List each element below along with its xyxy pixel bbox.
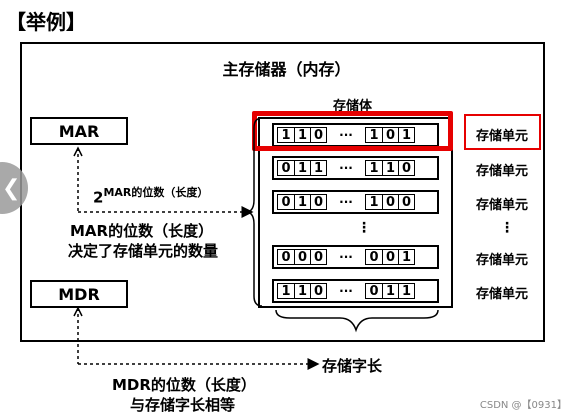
bit: 1 — [398, 128, 414, 142]
bit: 1 — [281, 127, 291, 143]
watermark: CSDN @【0931】 — [479, 400, 567, 411]
highlight-box-unit — [464, 114, 541, 150]
mar-register: MAR — [30, 117, 128, 145]
bit: 1 — [281, 283, 291, 299]
mar-note-line1: MAR的位数（长度） — [70, 222, 214, 240]
bit-group-left: 1 1 0 — [277, 127, 327, 143]
storage-unit-label: 存储单元 — [475, 164, 528, 179]
bit-group-left: 0 1 0 — [277, 194, 327, 210]
mdr-register: MDR — [30, 280, 128, 308]
bit: 0 — [310, 195, 326, 209]
storage-unit-label: 存储单元 — [475, 287, 528, 302]
bit: 1 — [369, 127, 379, 143]
word-length-brace — [275, 309, 439, 333]
mdr-note-line2: 与存储字长相等 — [130, 396, 236, 414]
memory-word-3: 0 1 0 ··· 1 0 0 — [272, 190, 439, 214]
bit: 0 — [310, 250, 326, 264]
bit: 0 — [398, 161, 414, 175]
storage-body-frame — [258, 117, 453, 308]
mar-note-line2: 决定了存储单元的数量 — [68, 242, 219, 260]
power-exponent: MAR的位数（长度） — [103, 186, 209, 199]
bit: 0 — [294, 250, 310, 264]
units-brace — [245, 117, 263, 307]
main-memory-title: 主存储器（内存） — [222, 60, 351, 79]
bit: 0 — [382, 128, 398, 142]
memory-word-2: 0 1 1 ··· 1 1 0 — [272, 156, 439, 180]
bit: 0 — [382, 250, 398, 264]
chevron-left-icon[interactable]: ❮ — [2, 176, 21, 201]
bit: 1 — [382, 284, 398, 298]
bit-group-left: 0 0 0 — [277, 249, 327, 265]
bit-group-right: 0 1 1 — [365, 283, 415, 299]
bit: 0 — [382, 195, 398, 209]
bit-group-right: 1 0 0 — [365, 194, 415, 210]
mdr-note-line1: MDR的位数（长度） — [112, 376, 256, 394]
bit: 0 — [281, 160, 291, 176]
bit: 0 — [310, 284, 326, 298]
memory-word-4: 0 0 0 ··· 0 0 1 — [272, 245, 439, 269]
bit-group-right: 0 0 1 — [365, 249, 415, 265]
storage-unit-label: 存储单元 — [475, 198, 528, 213]
bit: 1 — [369, 160, 379, 176]
bit: 1 — [398, 250, 414, 264]
ellipsis: ··· — [339, 195, 353, 209]
ellipsis: ··· — [339, 284, 353, 298]
bit: 0 — [281, 194, 291, 210]
bit: 1 — [369, 194, 379, 210]
bit: 0 — [398, 195, 414, 209]
storage-unit-label: 存储单元 — [475, 129, 528, 144]
bit: 1 — [294, 195, 310, 209]
memory-word-5: 1 1 0 ··· 0 1 1 — [272, 279, 439, 303]
bit: 1 — [294, 284, 310, 298]
bit: 0 — [369, 249, 379, 265]
bit: 1 — [310, 161, 326, 175]
storage-unit-label: 存储单元 — [475, 253, 528, 268]
ellipsis: ··· — [339, 250, 353, 264]
word-length-label: 存储字长 — [322, 357, 383, 375]
bit: 1 — [382, 161, 398, 175]
bit-group-left: 1 1 0 — [277, 283, 327, 299]
bit-group-right: 1 1 0 — [365, 160, 415, 176]
ellipsis: ··· — [339, 161, 353, 175]
storage-body-label: 存储体 — [333, 99, 373, 114]
mar-power-formula: 2MAR的位数（长度） — [93, 184, 208, 206]
bit-group-right: 1 0 1 — [365, 127, 415, 143]
bit: 0 — [281, 249, 291, 265]
page-title: 【举例】 — [6, 10, 86, 34]
power-base: 2 — [93, 188, 104, 207]
bit: 1 — [294, 161, 310, 175]
bit: 0 — [310, 128, 326, 142]
bit: 0 — [369, 283, 379, 299]
bit: 1 — [398, 284, 414, 298]
ellipsis: ··· — [339, 128, 353, 142]
vertical-ellipsis: ⋮ — [357, 220, 371, 236]
vertical-ellipsis: ⋮ — [500, 220, 514, 236]
bit-group-left: 0 1 1 — [277, 160, 327, 176]
bit: 1 — [294, 128, 310, 142]
